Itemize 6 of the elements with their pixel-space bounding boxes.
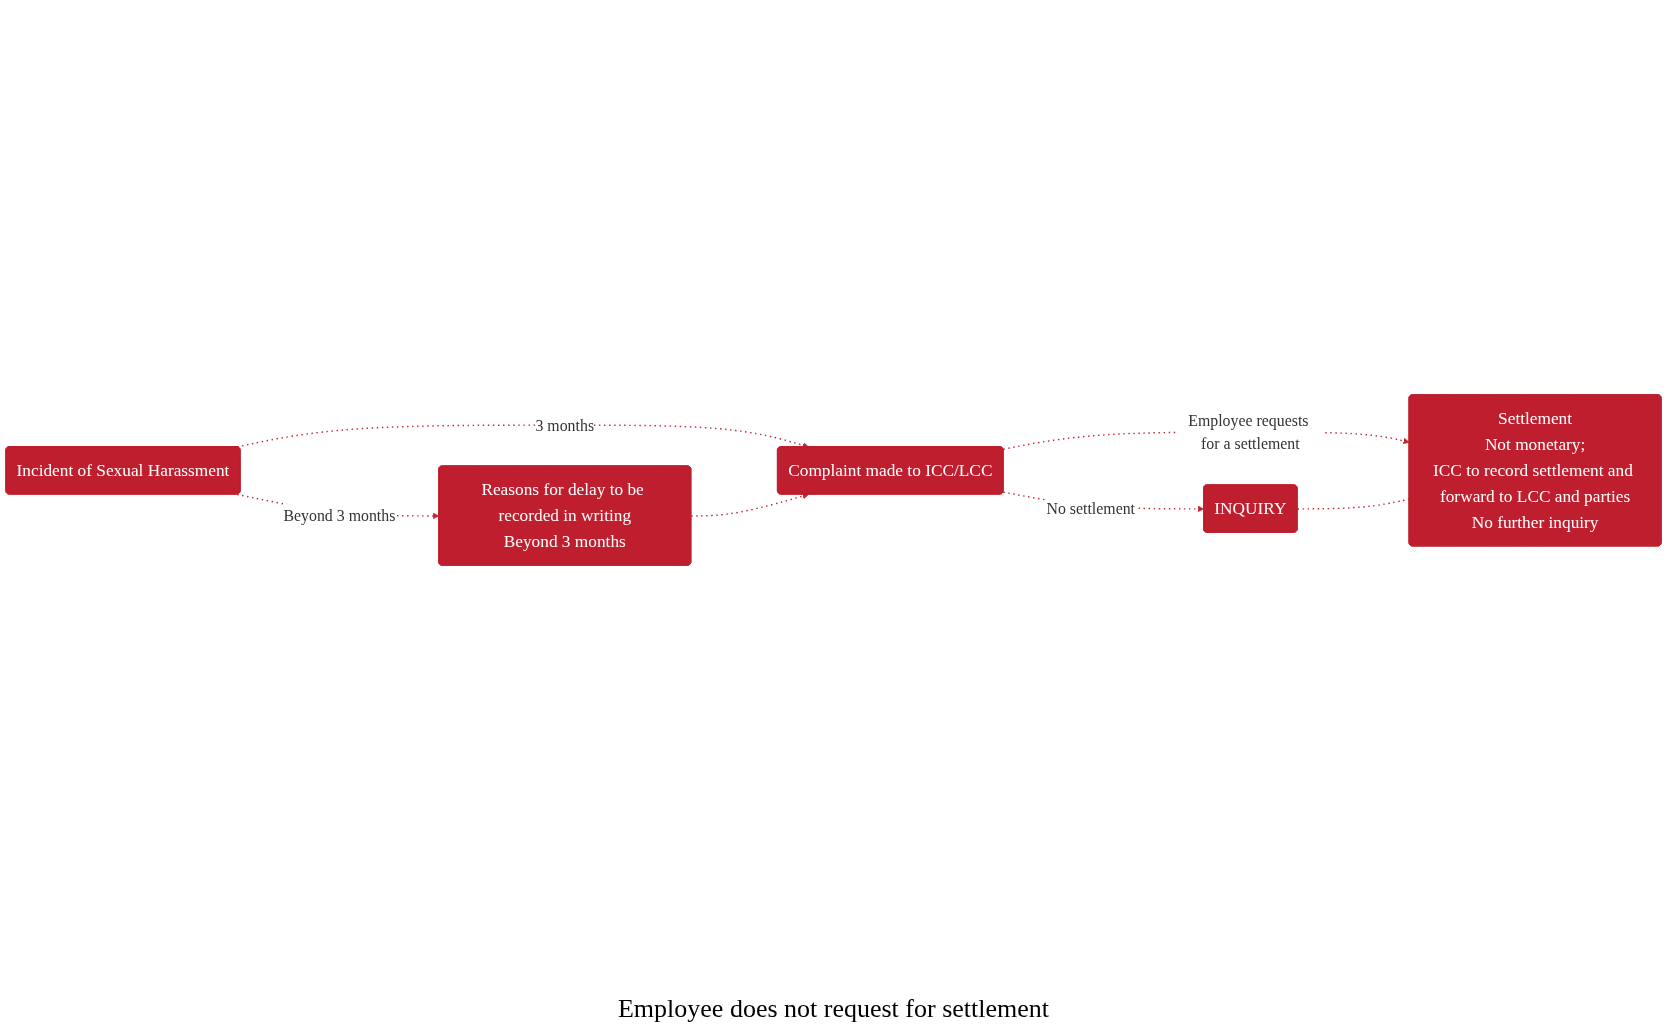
edge-label: Beyond 3 months	[283, 506, 396, 525]
edge-label: 3 months	[535, 416, 595, 435]
note-text: Employee does not request for settlement	[617, 994, 1049, 1024]
arrow	[690, 493, 809, 517]
edge-label: No settlement	[1046, 499, 1136, 518]
edge-label: Employee requests for a settlement	[1188, 411, 1309, 454]
